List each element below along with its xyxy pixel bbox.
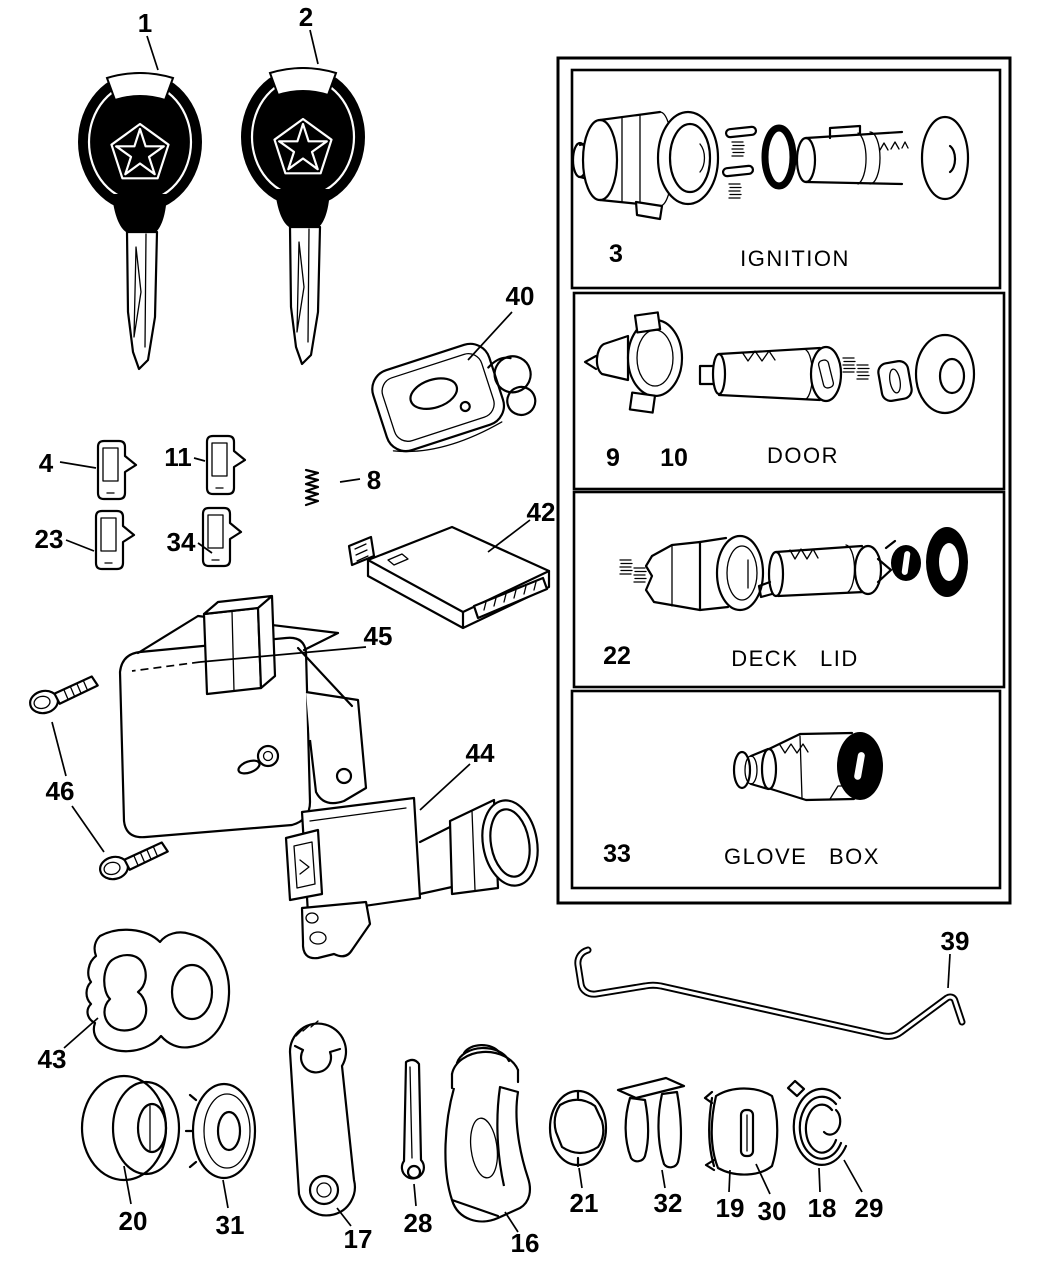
callout-spring-18: 18 xyxy=(808,1193,837,1223)
callout-clip-32: 32 xyxy=(654,1188,683,1218)
panel-section-ignition-border xyxy=(570,68,1002,290)
callout-link-28: 28 xyxy=(404,1208,433,1238)
part-link-28: 28 xyxy=(400,1058,433,1238)
part-immobilizer-antenna-44: 44 xyxy=(284,738,539,960)
callout-bezel-31: 31 xyxy=(216,1210,245,1240)
callout-retainer-21: 21 xyxy=(570,1188,599,1218)
callout-latch-16: 16 xyxy=(511,1228,540,1258)
part-tumbler-clip-11: 11 xyxy=(164,434,247,496)
panel-title-door: DOOR xyxy=(767,443,839,468)
part-housing-45: 45 xyxy=(118,594,393,839)
callout-cap-19: 19 xyxy=(716,1193,745,1223)
callout-fob-40: 40 xyxy=(506,281,535,311)
callout-spring-29: 29 xyxy=(855,1193,884,1223)
callout-clip-11: 11 xyxy=(164,442,192,472)
part-linkage-rod-39: 39 xyxy=(574,926,970,1040)
part-bezel-31: 31 xyxy=(184,1082,257,1240)
part-tumbler-clip-4: 4 xyxy=(39,439,138,501)
part-key-blank-1: 1 xyxy=(76,8,204,371)
part-gasket-43: 43 xyxy=(38,928,231,1074)
callout-clip-34: 34 xyxy=(167,527,196,557)
panel-number-3: 3 xyxy=(609,240,623,268)
glove-box-lock-assembly: 33 GLOVE BOX xyxy=(603,731,883,869)
panel-title-deck-lid: DECK LID xyxy=(731,646,858,671)
leader-key-2 xyxy=(309,29,319,65)
callout-housing-45: 45 xyxy=(364,621,393,651)
callout-module-42: 42 xyxy=(527,497,556,527)
panel-title-glove-box: GLOVE BOX xyxy=(724,844,880,869)
panel-number-22: 22 xyxy=(603,642,631,670)
part-screws-46: 46 xyxy=(26,674,173,883)
panel-section-door-border xyxy=(572,291,1006,491)
part-key-blank-2: 2 xyxy=(239,2,367,366)
part-retainer-21: 21 xyxy=(548,1089,608,1218)
callout-lever-17: 17 xyxy=(344,1224,373,1254)
callout-screws-46: 46 xyxy=(46,776,75,806)
callout-gasket-43: 43 xyxy=(38,1044,67,1074)
callout-clip-4: 4 xyxy=(39,448,54,478)
callout-grommet-20: 20 xyxy=(119,1206,148,1236)
panel-section-glovebox-border xyxy=(570,689,1002,890)
callout-spring-8: 8 xyxy=(367,465,381,495)
panel-number-33: 33 xyxy=(603,840,631,868)
part-cap-19-30: 19 30 xyxy=(703,1087,787,1226)
callout-key-1: 1 xyxy=(138,8,152,38)
panel-section-decklid-border xyxy=(572,490,1006,689)
part-lock-lever-17: 17 xyxy=(288,1020,373,1254)
part-tumbler-clip-34: 34 xyxy=(167,506,243,568)
part-spring-18-29: 18 29 xyxy=(786,1079,884,1223)
panel-title-ignition: IGNITION xyxy=(740,246,850,271)
ignition-lock-assembly: 3 IGNITION xyxy=(571,110,970,271)
leader-key-1 xyxy=(146,35,159,71)
part-spring-8: 8 xyxy=(304,465,381,507)
panel-number-9: 9 xyxy=(606,444,620,472)
callout-clip-23: 23 xyxy=(35,524,64,554)
part-grommet-20: 20 xyxy=(80,1074,181,1236)
callout-key-2: 2 xyxy=(299,2,313,32)
part-clip-32: 32 xyxy=(616,1076,686,1218)
part-tumbler-clip-23: 23 xyxy=(35,509,136,571)
panel-outer-border xyxy=(556,56,1012,905)
door-lock-assembly: 9 10 DOOR xyxy=(583,311,976,472)
callout-antenna-44: 44 xyxy=(466,738,495,768)
panel-number-10: 10 xyxy=(660,444,688,472)
part-latch-16: 16 xyxy=(444,1044,540,1258)
part-module-42: 42 xyxy=(347,497,556,630)
part-transmitter-fob-40: 40 xyxy=(371,281,537,453)
callout-cap-30: 30 xyxy=(758,1196,787,1226)
lock-panel: 3 IGNITION 9 10 xyxy=(556,56,1012,905)
callout-rod-39: 39 xyxy=(941,926,970,956)
deck-lid-lock-assembly: 22 DECK LID xyxy=(603,527,968,671)
